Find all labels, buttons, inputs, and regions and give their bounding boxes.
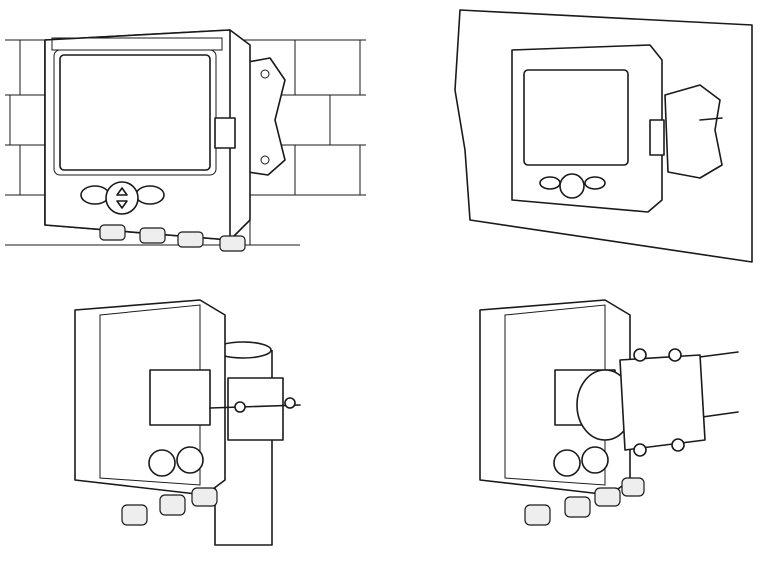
pipe-clamp — [619, 354, 706, 451]
panel-panel-mount — [454, 9, 753, 263]
panel-wall-mount — [5, 29, 366, 252]
display-screen — [523, 69, 629, 166]
pipe-bracket — [149, 369, 211, 426]
keypad — [80, 181, 165, 215]
panel-pipe-mount-horizontal — [479, 299, 739, 526]
panel-pipe-mount-vertical — [74, 299, 301, 546]
clamp-screw — [699, 117, 723, 121]
mounting-bracket — [247, 57, 286, 176]
latch — [649, 119, 665, 156]
panel-clamp — [664, 84, 723, 179]
latch — [214, 117, 236, 149]
cable-glands — [121, 446, 218, 526]
cable-glands — [99, 224, 246, 252]
cable-glands — [524, 446, 645, 526]
keypad — [539, 173, 606, 199]
device-front — [44, 29, 251, 241]
display-screen — [59, 54, 211, 171]
